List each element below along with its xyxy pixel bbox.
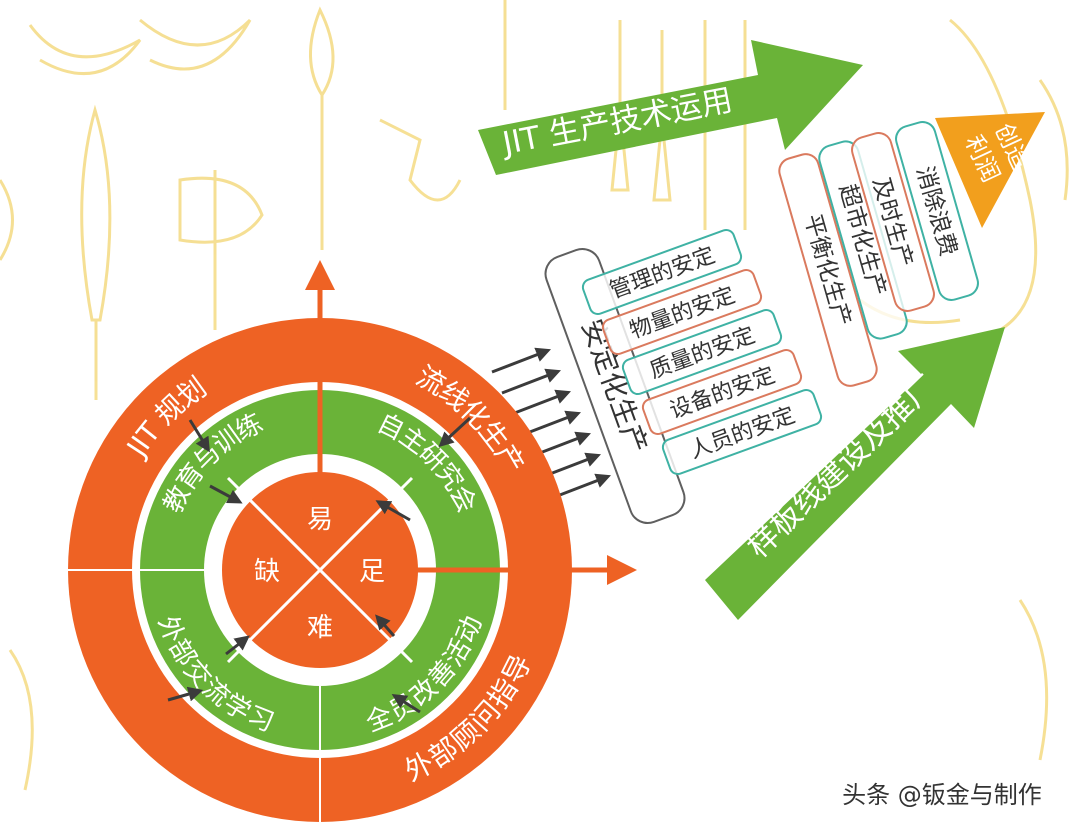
connector-arrow [225, 635, 250, 656]
connector-arrow [438, 416, 472, 448]
halberd [379, 118, 462, 202]
wheel: 易 足 难 缺 JIT 规划 流线化生产 外部顾问指导 教育与训练 自主研究会 … [68, 260, 637, 822]
connector-arrow [167, 686, 204, 702]
ribbon-ornament [949, 18, 1038, 332]
connector-arrow [209, 484, 243, 504]
profit-peak: 创造 利润 [935, 112, 1045, 228]
stabilization-item-box [581, 228, 743, 316]
ribbon-ornament [1038, 79, 1069, 201]
stabilization-item-box [601, 268, 763, 356]
crescent-ornament [28, 24, 142, 76]
connector-arrow [391, 693, 421, 714]
axe-blade [178, 176, 264, 244]
ring-connector-arrows [167, 416, 472, 714]
connector-arrow [375, 614, 396, 637]
blade-ornament [1018, 599, 1049, 761]
arrow-shape [478, 40, 863, 175]
connector-arrow [188, 419, 210, 453]
stage-box [895, 121, 979, 301]
stabilization-item-box [661, 388, 823, 476]
input-arrow [501, 368, 562, 395]
arrow-shape [705, 327, 1005, 620]
core-label-bottom: 难 [307, 613, 333, 643]
peak-triangle [935, 112, 1045, 228]
core-label-left: 缺 [254, 557, 280, 587]
stabilization-item-box [641, 348, 803, 436]
connector-arrow [375, 500, 411, 522]
stage-box [851, 132, 935, 312]
watermark: 头条 @钣金与制作 [842, 781, 1042, 809]
scroll-ornament [0, 179, 14, 261]
spear-head [652, 119, 672, 202]
stabilization-item-box [621, 308, 783, 396]
spear-head [80, 104, 112, 322]
input-arrow [491, 347, 552, 374]
input-arrow [521, 410, 582, 437]
arrow-label: 样板线建设及推广 [740, 367, 943, 565]
stage-box [778, 153, 878, 387]
input-arrow [511, 389, 572, 416]
spear-head [309, 6, 335, 98]
core-label-top: 易 [307, 505, 333, 535]
blade-ornament [8, 649, 34, 791]
core-label-right: 足 [359, 557, 385, 587]
crescent-ornament [139, 18, 252, 71]
input-arrow [551, 473, 612, 500]
